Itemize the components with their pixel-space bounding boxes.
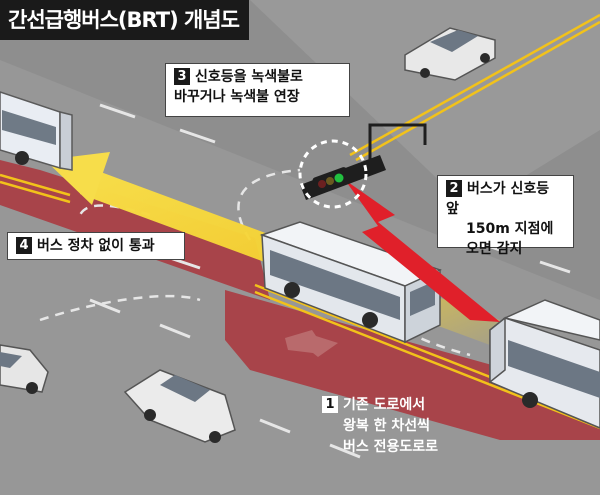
- center-line-cross-b: [355, 20, 600, 162]
- bus-icon-left: [0, 91, 73, 171]
- car-icon-bottom: [123, 369, 236, 443]
- step-4-callout: 4 버스 정차 없이 통과: [7, 232, 185, 260]
- step-1-line-3: 버스 전용도로로: [343, 439, 439, 455]
- step-3-callout: 3 신호등을 녹색불로 바꾸거나 녹색불 연장: [165, 63, 350, 117]
- step-1-line-2: 왕복 한 차선씩: [343, 418, 431, 434]
- step-4-line-1: 버스 정차 없이 통과: [37, 238, 155, 254]
- step-1-line-1: 기존 도로에서: [343, 397, 426, 413]
- step-2-line-3: 오면 감지: [466, 241, 523, 257]
- center-line-cross-a: [349, 13, 600, 157]
- step-1-label: 1 기존 도로에서 왕복 한 차선씩 버스 전용도로로: [322, 395, 472, 458]
- step-3-line-2: 바꾸거나 녹색불 연장: [174, 89, 300, 105]
- page-title: 간선급행버스(BRT) 개념도: [0, 0, 249, 40]
- center-line-left-b: [0, 180, 71, 204]
- center-line-left-a: [0, 173, 71, 197]
- step-2-line-2: 150m 지점에: [466, 221, 554, 237]
- step-2-number: 2: [446, 180, 462, 197]
- cross-road: [250, 0, 600, 210]
- lane-arrow-icon: [285, 330, 338, 357]
- step-2-line-1: 버스가 신호등 앞: [446, 181, 550, 217]
- bus-icon-right: [489, 299, 600, 429]
- step-3-line-1: 신호등을 녹색불로: [195, 69, 303, 85]
- car-icon-left: [0, 344, 49, 394]
- center-line-main-b: [254, 290, 600, 430]
- step-3-number: 3: [174, 68, 190, 85]
- bus-lane-right: [225, 290, 600, 440]
- signal-pole: [368, 123, 427, 160]
- step-1-number: 1: [322, 396, 338, 413]
- traffic-light-icon: [298, 139, 368, 209]
- lightning-signal-icon: [345, 180, 500, 322]
- step-4-number: 4: [16, 237, 32, 254]
- bus-icon-center: [259, 221, 443, 344]
- car-icon-top: [404, 27, 496, 81]
